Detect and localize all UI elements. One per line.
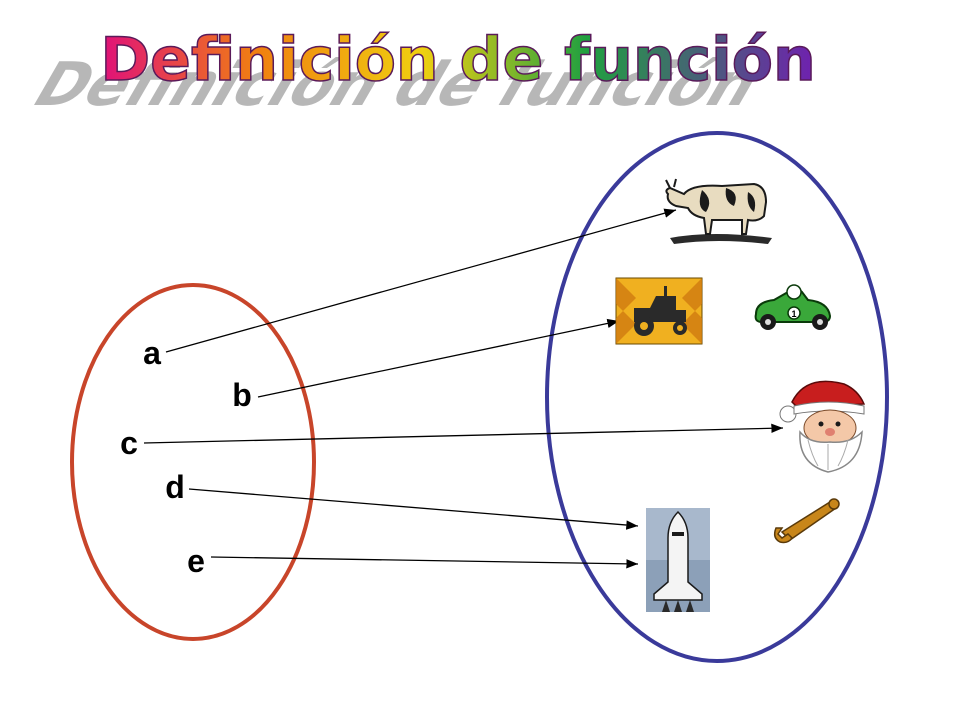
santa-claus-icon	[779, 380, 866, 473]
cow-icon	[665, 178, 772, 244]
mapping-arrows	[143, 208, 784, 569]
element-c: c	[120, 425, 138, 461]
arrow-e-to-shuttle	[210, 556, 639, 569]
element-b: b	[232, 377, 252, 413]
domain-set-ellipse	[70, 283, 316, 641]
title-shadow: Definición de función	[20, 50, 775, 119]
race-car-icon: 1	[754, 284, 832, 330]
svg-text:1: 1	[791, 309, 796, 319]
element-a: a	[143, 335, 161, 371]
page-title: Definición de función	[100, 25, 815, 95]
arrow-c-to-santa	[143, 423, 784, 444]
wrench-icon	[773, 498, 840, 544]
element-e: e	[187, 543, 205, 579]
arrow-a-to-cow	[165, 208, 677, 353]
title: Definición de función Definición de func…	[20, 24, 816, 120]
arrow-d-to-shuttle	[188, 488, 639, 530]
codomain-set-ellipse	[545, 131, 889, 663]
tractor-icon	[615, 277, 703, 345]
arrow-b-to-tractor	[257, 318, 620, 398]
space-shuttle-icon	[646, 508, 710, 612]
element-d: d	[165, 469, 185, 505]
